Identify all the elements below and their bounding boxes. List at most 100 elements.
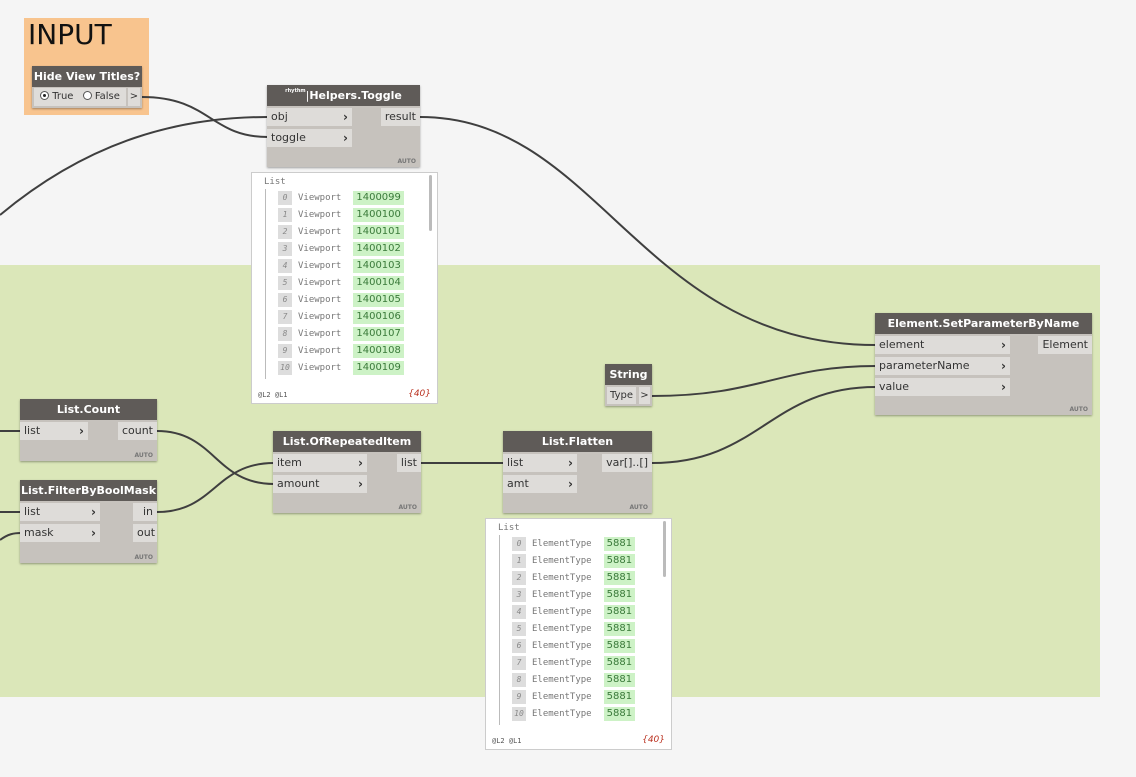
- chevron-right-icon: ›: [343, 131, 348, 145]
- input-port-toggle[interactable]: toggle ›: [267, 129, 352, 147]
- input-port-mask[interactable]: mask›: [20, 524, 100, 542]
- output-port-in[interactable]: in: [133, 503, 157, 521]
- radio-unselected-icon: [82, 90, 92, 100]
- list-item-value: 1400102: [353, 242, 404, 256]
- output-port[interactable]: >: [639, 387, 650, 404]
- wire-result-to-element: [419, 116, 877, 346]
- port-label: toggle: [271, 131, 306, 144]
- list-index: 7: [278, 310, 292, 324]
- list-index: 3: [278, 242, 292, 256]
- input-port-value[interactable]: value›: [875, 378, 1010, 396]
- true-radio[interactable]: True: [40, 90, 74, 102]
- list-item-value: 1400100: [353, 208, 404, 222]
- hide-view-titles-node[interactable]: Hide View Titles? True False >: [32, 66, 142, 108]
- list-item-type: ElementType: [532, 692, 592, 702]
- list-index: 2: [278, 225, 292, 239]
- wire-count-to-amount: [156, 430, 275, 485]
- list-item-value: 1400109: [353, 361, 404, 375]
- output-port-result[interactable]: result: [380, 108, 420, 126]
- list-filter-by-bool-mask-node[interactable]: List.FilterByBoolMask list› mask› in out…: [20, 480, 157, 563]
- input-port-amount[interactable]: amount ›: [273, 475, 367, 493]
- node-title: Hide View Titles?: [32, 66, 142, 87]
- wire-toggle-to-helpers: [141, 96, 269, 138]
- list-item: 6 ElementType 5881: [512, 639, 636, 653]
- input-port-list[interactable]: list›: [20, 422, 88, 440]
- list-item-value: 5881: [603, 554, 636, 568]
- input-port-list[interactable]: list›: [503, 454, 577, 472]
- chevron-right-icon: ›: [358, 456, 363, 470]
- input-port-element[interactable]: element›: [875, 336, 1010, 354]
- list-count-node[interactable]: List.Count list› count AUTO: [20, 399, 157, 461]
- list-index: 5: [512, 622, 526, 636]
- list-item-type: Viewport: [298, 193, 342, 203]
- lacing-label: AUTO: [134, 554, 153, 561]
- output-port-list[interactable]: list: [396, 454, 421, 472]
- port-label: list: [507, 456, 524, 469]
- list-item-value: 1400101: [353, 225, 404, 239]
- list-index: 6: [278, 293, 292, 307]
- node-title-text: Helpers.Toggle: [309, 89, 402, 102]
- input-port-parametername[interactable]: parameterName ›: [875, 357, 1010, 375]
- list-flatten-node[interactable]: List.Flatten list› amt› var[]..[] AUTO: [503, 431, 652, 513]
- port-label: parameterName: [879, 359, 970, 372]
- port-label: list: [24, 424, 41, 437]
- chevron-right-icon: ›: [1001, 380, 1006, 394]
- input-port-item[interactable]: item›: [273, 454, 367, 472]
- input-port-amt[interactable]: amt›: [503, 475, 577, 493]
- false-radio[interactable]: False: [82, 90, 120, 102]
- lacing-label: AUTO: [134, 452, 153, 459]
- chevron-right-icon: ›: [1001, 359, 1006, 373]
- output-port-out[interactable]: out: [133, 524, 157, 542]
- list-item-type: ElementType: [532, 624, 592, 634]
- list-index: 4: [278, 259, 292, 273]
- scrollbar[interactable]: [663, 521, 666, 577]
- list-item-type: ElementType: [532, 641, 592, 651]
- list-item-type: Viewport: [298, 329, 342, 339]
- helpers-toggle-node[interactable]: rhythm|Helpers.Toggle obj› toggle› resul…: [267, 85, 420, 167]
- list-item-type: ElementType: [532, 607, 592, 617]
- boolean-selector[interactable]: True False: [34, 88, 126, 106]
- list-item-type: Viewport: [298, 261, 342, 271]
- preview-title: List: [264, 177, 286, 187]
- list-index: 7: [512, 656, 526, 670]
- list-item-value: 5881: [603, 639, 636, 653]
- list-index: 6: [512, 639, 526, 653]
- string-node[interactable]: String Type >: [605, 364, 652, 406]
- chevron-right-icon: ›: [358, 477, 363, 491]
- input-port-obj[interactable]: obj›: [267, 108, 352, 126]
- list-item-type: ElementType: [532, 658, 592, 668]
- list-item-value: 1400103: [353, 259, 404, 273]
- input-port-list[interactable]: list›: [20, 503, 100, 521]
- package-prefix: rhythm: [285, 88, 306, 94]
- list-index: 0: [512, 537, 526, 551]
- output-port[interactable]: >: [128, 88, 140, 106]
- chevron-right-icon: ›: [91, 526, 96, 540]
- true-label: True: [52, 91, 74, 102]
- output-port-element[interactable]: Element: [1038, 336, 1092, 354]
- string-value-input[interactable]: Type: [607, 387, 636, 404]
- list-item-value: 1400104: [353, 276, 404, 290]
- port-label: element: [879, 338, 925, 351]
- port-label: amount: [277, 477, 320, 490]
- list-index: 10: [278, 361, 292, 375]
- set-parameter-by-name-node[interactable]: Element.SetParameterByName element› para…: [875, 313, 1092, 415]
- list-item-type: Viewport: [298, 312, 342, 322]
- output-port-var[interactable]: var[]..[]: [602, 454, 652, 472]
- list-item-type: Viewport: [298, 295, 342, 305]
- list-item-value: 5881: [603, 707, 636, 721]
- output-port-count[interactable]: count: [117, 422, 157, 440]
- list-item-value: 1400105: [353, 293, 404, 307]
- list-index: 3: [512, 588, 526, 602]
- scrollbar[interactable]: [429, 175, 432, 231]
- list-of-repeated-item-node[interactable]: List.OfRepeatedItem item› amount› list A…: [273, 431, 421, 513]
